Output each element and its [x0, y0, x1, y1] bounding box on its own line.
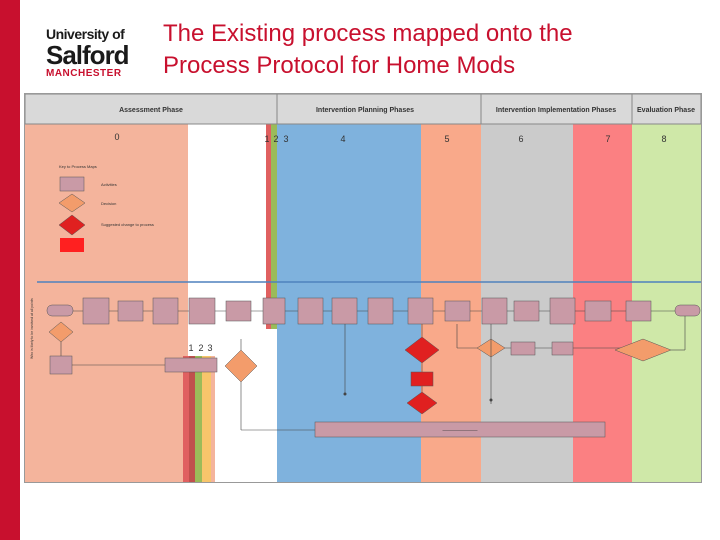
phase-header-planning: [276, 94, 482, 125]
column-num-1: 1: [264, 134, 269, 144]
column-num-7: 7: [605, 134, 610, 144]
activity-box-4: [188, 297, 216, 325]
logo-line-3: MANCHESTER: [46, 68, 122, 79]
column-num-5: 5: [444, 134, 449, 144]
activity-box-grey-1: [510, 341, 536, 356]
process-map-diagram: Assessment Phase Intervention Planning P…: [24, 93, 702, 483]
column-num-3: 3: [283, 134, 288, 144]
lower-stage-1: 1: [188, 343, 193, 353]
activity-box-10: [407, 297, 434, 325]
activity-box-left-lower: [49, 355, 73, 375]
suggested-change-diamond-1: [404, 336, 440, 364]
logo-line-2: Salford: [46, 40, 130, 70]
activity-box-2: [117, 300, 144, 322]
activity-box-6: [262, 297, 286, 325]
activity-box-16: [625, 300, 652, 322]
column-num-2: 2: [273, 134, 278, 144]
lower-stage-2: 2: [198, 343, 203, 353]
swimlane-label: Who is likely to be involved at all poin…: [30, 298, 34, 359]
column-1-bg: [266, 124, 271, 329]
legend-decision-label: Decision: [101, 201, 116, 206]
decision-diamond-evaluation: [614, 338, 672, 362]
legend-change-swatch: [58, 214, 86, 236]
column-num-8: 8: [661, 134, 666, 144]
lower-strip-2: [189, 356, 195, 482]
slide-title: The Existing process mapped onto the Pro…: [163, 18, 703, 82]
blue-col-node: [343, 392, 347, 396]
brand-red-bar: [0, 0, 20, 540]
grey-col-node: [489, 398, 493, 402]
activity-box-grey-2: [551, 341, 574, 356]
column-num-0: 0: [114, 132, 119, 142]
legend-red-swatch: [60, 238, 84, 252]
phase-label-evaluation: Evaluation Phase: [637, 107, 695, 114]
logo-line-1: University of: [46, 26, 125, 42]
suggested-change-box: [410, 371, 434, 387]
legend-title: Key to Process Maps: [59, 164, 97, 169]
activity-box-11: [444, 300, 471, 322]
activity-box-9: [367, 297, 394, 325]
phase-header-evaluation: [631, 94, 701, 125]
bottom-long-activity-bar: [314, 421, 606, 438]
start-terminal: [46, 304, 74, 317]
activity-box-14: [549, 297, 576, 325]
activity-box-5: [225, 300, 252, 322]
phase-label-assessment: Assessment Phase: [119, 107, 183, 114]
lower-strip-5: [211, 356, 215, 482]
activity-box-7: [297, 297, 324, 325]
university-logo: University of Salford MANCHESTER: [40, 22, 130, 82]
lower-stage-3: 3: [207, 343, 212, 353]
bottom-bar-label: ———————: [443, 428, 478, 434]
title-line-2: Process Protocol for Home Mods: [163, 52, 516, 79]
end-terminal: [674, 304, 701, 317]
activity-box-8: [331, 297, 358, 325]
column-2-bg: [271, 124, 278, 329]
legend-activity-label: Activities: [101, 182, 117, 187]
process-map-svg: Assessment Phase Intervention Planning P…: [25, 94, 701, 482]
activity-box-13: [513, 300, 540, 322]
activity-box-15: [584, 300, 612, 322]
activity-box-long-lower: [164, 357, 218, 373]
phase-header-assessment: [25, 94, 278, 125]
legend-decision-swatch: [58, 193, 86, 213]
phase-label-implementation: Intervention Implementation Phases: [496, 107, 616, 114]
lower-strip-3: [195, 356, 202, 482]
legend-change-label: Suggested change to process: [101, 222, 154, 227]
column-num-4: 4: [340, 134, 345, 144]
lower-strip-1: [183, 356, 189, 482]
lower-strip-4: [202, 356, 211, 482]
activity-box-1: [82, 297, 110, 325]
phase-label-planning: Intervention Planning Phases: [316, 107, 414, 114]
suggested-change-diamond-2: [406, 391, 438, 415]
title-line-1: The Existing process mapped onto the: [163, 20, 573, 47]
legend-activity-swatch: [59, 176, 85, 192]
activity-box-3: [152, 297, 179, 325]
column-num-6: 6: [518, 134, 523, 144]
activity-box-12: [481, 297, 508, 325]
